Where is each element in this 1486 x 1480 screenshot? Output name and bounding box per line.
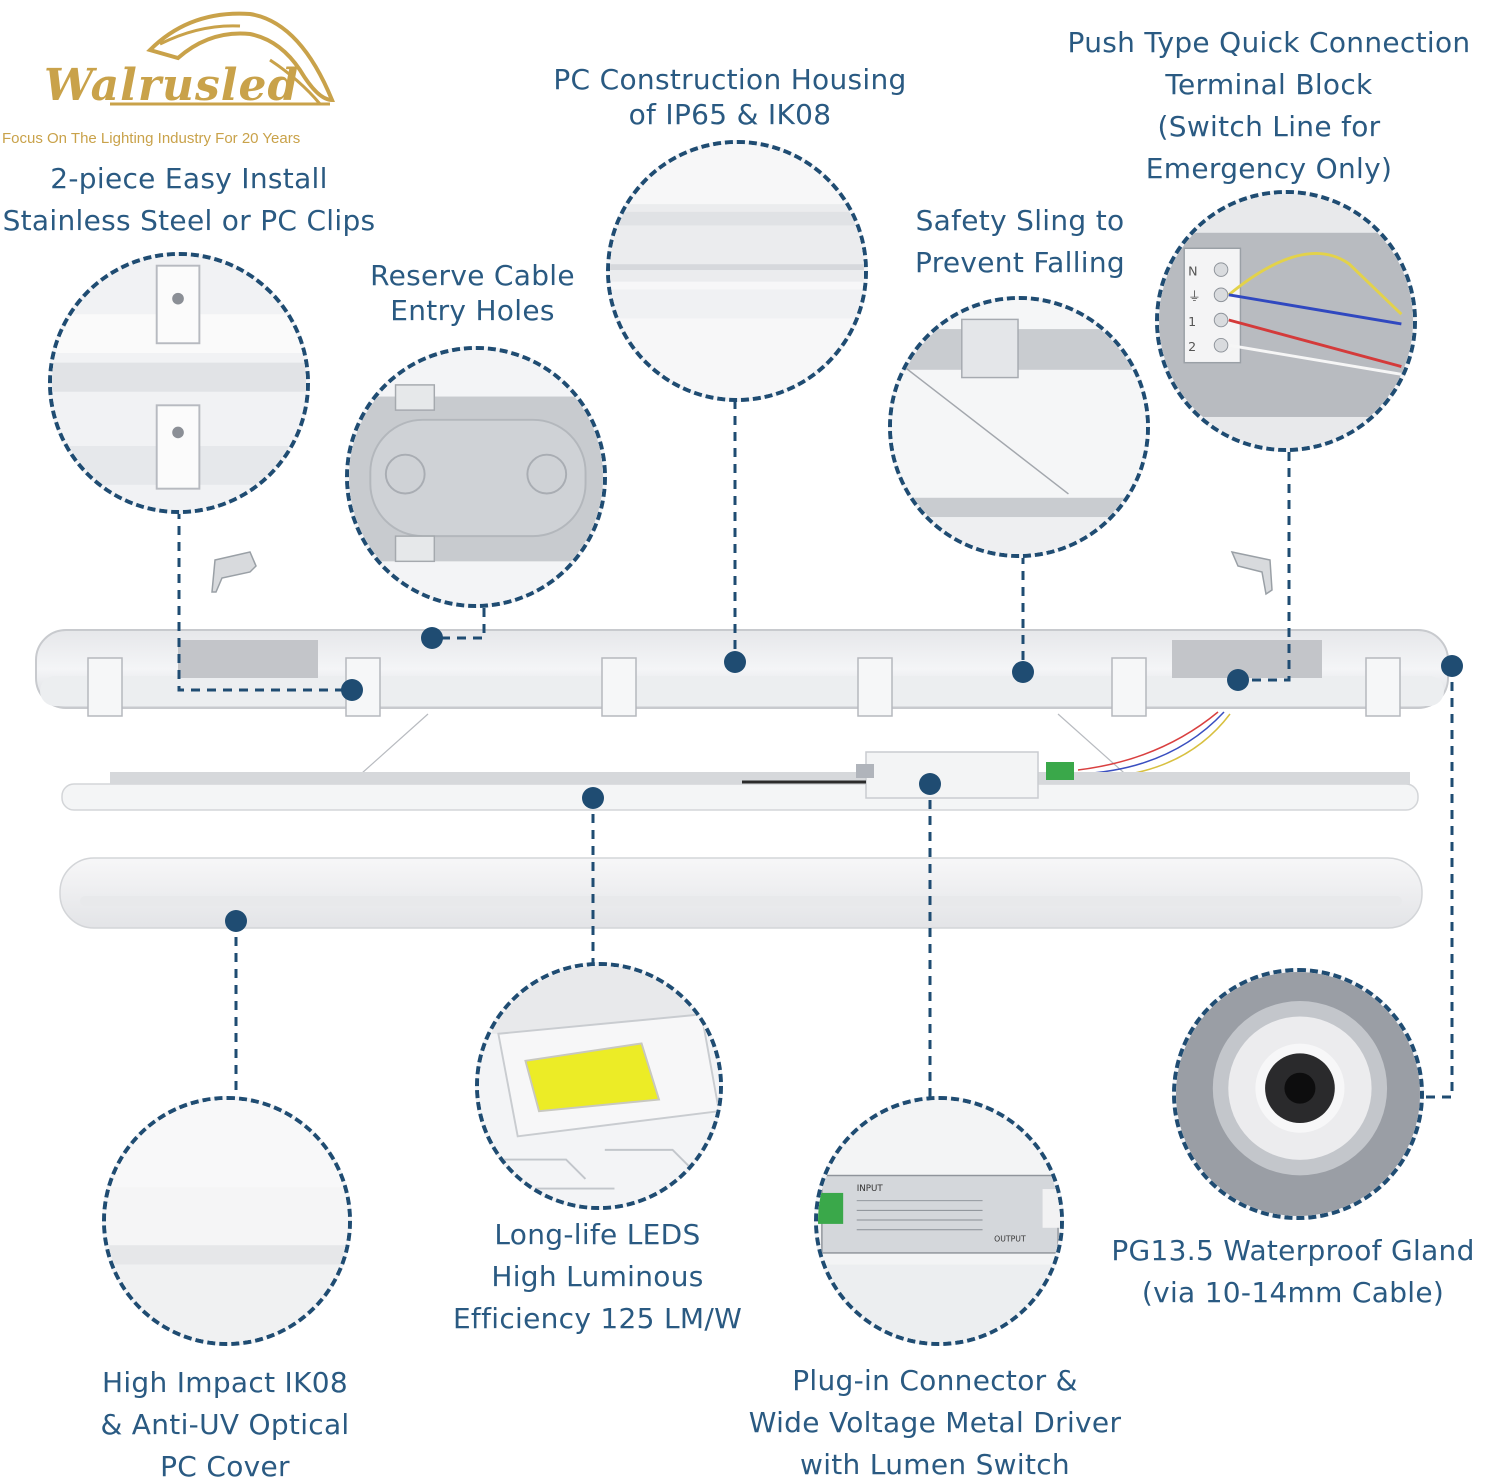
- brand-tagline: Focus On The Lighting Industry For 20 Ye…: [2, 130, 301, 147]
- housing-label: PC Construction Housing of IP65 & IK08: [553, 63, 907, 131]
- terminal-mark-ground: ⏚: [1188, 289, 1201, 304]
- gland-detail-circle: [1172, 968, 1424, 1220]
- clips-label: 2-piece Easy Install Stainless Steel or …: [2, 162, 376, 237]
- spare-clip-right-icon: [1230, 550, 1273, 596]
- terminal-mark-2: 2: [1188, 339, 1196, 354]
- cable-entry-holes-icon: [349, 350, 603, 604]
- spare-clip-left-icon: [211, 551, 257, 593]
- pc-cover: [59, 857, 1423, 929]
- led-tray: [61, 751, 1419, 811]
- terminal-mark-1: 1: [1188, 314, 1196, 329]
- gland-label: PG13.5 Waterproof Gland (via 10-14mm Cab…: [1111, 1234, 1475, 1309]
- clips-detail-circle: [48, 252, 310, 514]
- cover-detail-circle: [102, 1096, 352, 1346]
- walrus-emblem-icon: [110, 11, 335, 106]
- terminal-label: Push Type Quick Connection Terminal Bloc…: [1067, 26, 1471, 185]
- terminal-mark-n: N: [1188, 263, 1197, 278]
- terminal-detail-circle: N ⏚ 1 2: [1155, 190, 1417, 452]
- housing-profile-icon: [610, 144, 864, 398]
- safety-sling-icon: [892, 300, 1146, 554]
- driver-wires: [1077, 711, 1231, 779]
- terminal-block-icon: N ⏚ 1 2: [1159, 194, 1413, 448]
- cable-holes-label: Reserve Cable Entry Holes: [370, 259, 575, 327]
- sling-label: Safety Sling to Prevent Falling: [915, 204, 1125, 279]
- brand-name: Walrusled: [44, 60, 300, 111]
- led-driver-icon: INPUT OUTPUT: [818, 1100, 1060, 1342]
- cable-holes-detail-circle: [345, 346, 607, 608]
- waterproof-gland-icon: [1176, 972, 1420, 1216]
- clip-detail-icon: [52, 256, 306, 510]
- brand-logo: Walrusled Focus On The Lighting Industry…: [0, 0, 380, 160]
- driver-input-text: INPUT: [857, 1184, 884, 1194]
- housing-detail-circle: [606, 140, 868, 402]
- leds-label: Long-life LEDS High Luminous Efficiency …: [452, 1218, 743, 1335]
- callout-dots: [225, 627, 1463, 932]
- pc-cover-profile-icon: [106, 1100, 348, 1342]
- led-chip-icon: [479, 966, 719, 1206]
- sling-detail-circle: [888, 296, 1150, 558]
- cover-label: High Impact IK08 & Anti-UV Optical PC Co…: [100, 1366, 350, 1480]
- leader-lines: [177, 400, 1454, 1099]
- driver-detail-circle: INPUT OUTPUT: [814, 1096, 1064, 1346]
- driver-label: Plug-in Connector & Wide Voltage Metal D…: [748, 1364, 1122, 1480]
- leds-detail-circle: [475, 962, 723, 1210]
- driver-output-text: OUTPUT: [994, 1234, 1026, 1243]
